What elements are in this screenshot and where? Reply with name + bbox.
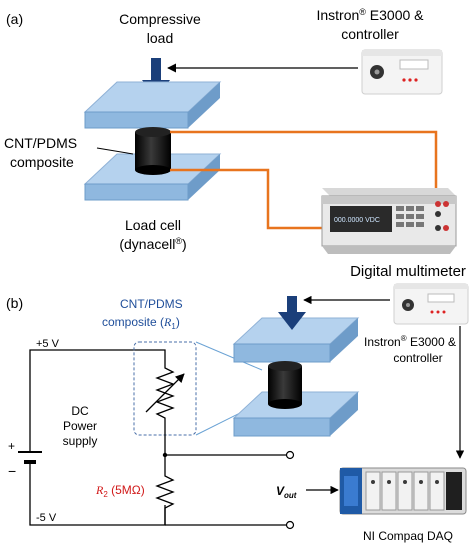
dc-battery-icon: [18, 390, 42, 470]
wire-plus5v: [29, 349, 166, 390]
vout-label: Vout: [276, 484, 297, 500]
composite-label-b-line1: CNT/PDMS: [120, 297, 183, 311]
dc-supply-label-line1: DC: [71, 404, 89, 418]
panel-b-tag: (b): [6, 295, 23, 311]
battery-minus-sign: −: [8, 463, 16, 479]
composite-label-a-line1: CNT/PDMS: [4, 135, 77, 151]
daq-label: NI Compaq DAQ: [363, 529, 453, 543]
compressive-load-label-line1: Compressive: [119, 11, 201, 27]
top-plate-b: [232, 317, 360, 363]
bottom-plate-a: [83, 153, 222, 201]
multimeter-display: 000.0000 VDC: [334, 217, 380, 224]
compressive-load-arrow-b: [278, 296, 306, 330]
variable-resistor-r1: [145, 360, 185, 428]
node-dot: [162, 452, 168, 458]
load-cell-label-line1: Load cell: [125, 217, 181, 233]
r2-label: R2 (5MΩ): [95, 483, 145, 499]
vout-terminal-bottom: [285, 520, 295, 530]
instron-label-a-line2: controller: [341, 26, 399, 42]
composite-label-b-line2: composite (R1): [102, 315, 180, 331]
multimeter-label: Digital multimeter: [350, 263, 466, 280]
instron-label-a-line1: Instron® E3000 &: [316, 7, 424, 23]
dc-supply-label-line2: Power: [63, 419, 97, 433]
compressive-load-label-line2: load: [147, 30, 173, 46]
panel-b: (b) CNT/PDMS composite (R1) +5 V -5 V + …: [6, 283, 469, 543]
minus5v-label: -5 V: [36, 512, 57, 524]
load-cell-label-line2: (dynacell®): [119, 236, 186, 252]
composite-cylinder-front: [135, 138, 171, 175]
plus5v-label: +5 V: [36, 338, 60, 350]
instron-controller-a: [361, 49, 443, 95]
instron-controller-b: [393, 283, 469, 325]
instron-label-b-line2: controller: [393, 351, 442, 365]
callout-line-top: [195, 341, 263, 371]
composite-label-a-line2: composite: [10, 154, 74, 170]
wire-top-a: [170, 130, 438, 204]
resistor-r2: [155, 470, 175, 525]
instron-label-b-line1: Instron® E3000 &: [364, 334, 456, 349]
top-plate-a: [83, 81, 222, 129]
vout-terminal-top: [285, 450, 295, 460]
dc-supply-label-line3: supply: [63, 434, 98, 448]
ni-compaq-daq: [339, 467, 467, 515]
composite-cylinder-b: [268, 361, 302, 409]
battery-plus-sign: +: [8, 439, 15, 453]
panel-a: (a) Compressive load Instron® E3000 & co…: [4, 7, 466, 280]
panel-a-tag: (a): [6, 11, 23, 27]
composite-pointer: [96, 147, 134, 155]
digital-multimeter: 000.0000 VDC: [321, 188, 457, 254]
